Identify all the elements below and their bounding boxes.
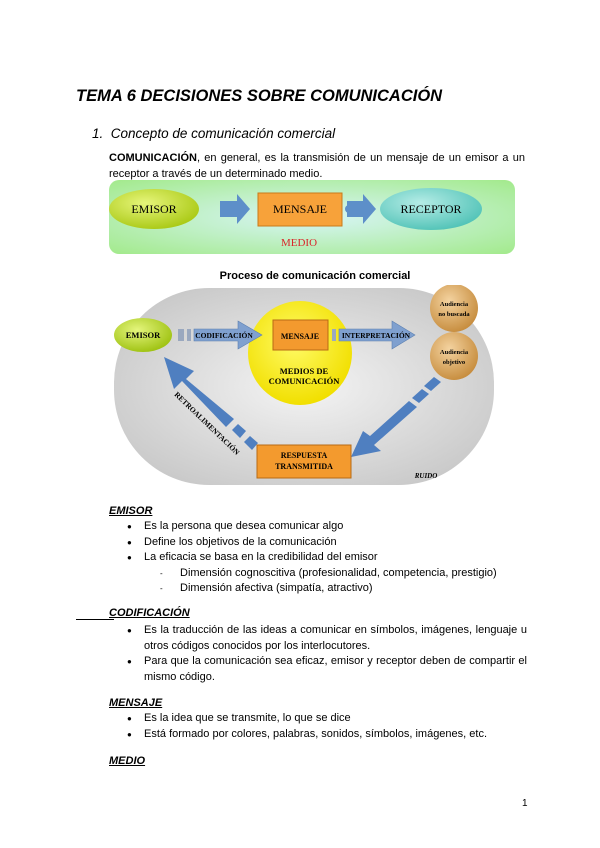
ruido-label: RUIDO: [414, 472, 438, 480]
section-title: Concepto de comunicación comercial: [110, 126, 336, 141]
mensaje-label: MENSAJE: [281, 332, 319, 341]
medios-circle: [248, 301, 352, 405]
emisor-sublist: Dimensión cognoscitiva (profesionalidad,…: [144, 566, 537, 597]
mensaje-box: [257, 192, 343, 227]
list-item: Es la idea que se transmite, lo que se d…: [127, 711, 537, 727]
medios-label-line1: MEDIOS DE: [280, 366, 329, 376]
emisor-bullet-list: Es la persona que desea comunicar algo D…: [127, 519, 537, 597]
codificacion-heading: CODIFICACIÓN: [109, 607, 190, 619]
emisor-oval: [109, 189, 199, 229]
receptor-label: RECEPTOR: [400, 202, 461, 216]
list-item: La eficacia se basa en la credibilidad d…: [127, 550, 537, 597]
arrow-right-icon: [220, 194, 250, 224]
medio-label: MEDIO: [281, 237, 317, 249]
codificacion-arrow: [178, 320, 263, 350]
sub-list-item: Dimensión cognoscitiva (profesionalidad,…: [144, 566, 537, 582]
emisor-oval: [114, 318, 172, 352]
audiencia-objetivo-circle: [430, 332, 478, 380]
process-diagram-caption: Proceso de comunicación comercial: [219, 270, 411, 282]
list-item-text: La eficacia se basa en la credibilidad d…: [144, 551, 378, 563]
emisor-label: EMISOR: [126, 330, 161, 340]
arrow-right-icon: [347, 194, 376, 224]
mensaje-box: [272, 319, 329, 351]
simple-communication-diagram: EMISOR MENSAJE RECEPTOR MEDIO: [109, 180, 515, 254]
audiencia-no-buscada-line2: no buscada: [438, 311, 470, 318]
list-item: Para que la comunicación sea eficaz, emi…: [127, 654, 527, 685]
receptor-oval: [380, 188, 482, 230]
emisor-label: EMISOR: [131, 202, 176, 216]
list-item: Está formado por colores, palabras, soni…: [127, 727, 537, 743]
mensaje-heading: MENSAJE: [109, 697, 163, 709]
audiencia-objetivo-line1: Audiencia: [440, 349, 469, 356]
page-number: 1: [522, 798, 528, 809]
intro-paragraph: COMUNICACIÓN, en general, es la transmis…: [109, 150, 525, 182]
section-number: 1.: [92, 126, 104, 141]
respuesta-label-line2: TRANSMITIDA: [275, 462, 333, 471]
mensaje-label: MENSAJE: [273, 202, 327, 216]
medios-label-line2: COMUNICACIÓN: [269, 376, 341, 386]
list-item: Define los objetivos de la comunicación: [127, 535, 537, 551]
list-item: Es la persona que desea comunicar algo: [127, 519, 537, 535]
intro-text: , en general, es la transmisión de un me…: [109, 152, 525, 180]
intro-term: COMUNICACIÓN: [109, 152, 197, 164]
interpretacion-arrow: [332, 320, 416, 350]
interpretacion-label: INTERPRETACIÓN: [342, 330, 411, 340]
codificacion-bullet-list: Es la traducción de las ideas a comunica…: [127, 623, 527, 685]
audiencia-no-buscada-circle: [430, 285, 478, 332]
audiencia-objetivo-line2: objetivo: [443, 359, 465, 366]
mensaje-bullet-list: Es la idea que se transmite, lo que se d…: [127, 711, 537, 742]
process-communication-diagram: MEDIOS DE COMUNICACIÓN EMISOR CODIFICACI…: [114, 285, 494, 485]
emisor-heading: EMISOR: [109, 505, 153, 517]
section-1-heading: 1. Concepto de comunicación comercial: [92, 126, 335, 141]
retroalimentacion-arrow: [164, 357, 258, 450]
list-item: Es la traducción de las ideas a comunica…: [127, 623, 527, 654]
document-title: TEMA 6 DECISIONES SOBRE COMUNICACIÓN: [76, 87, 443, 105]
respuesta-box: [256, 444, 352, 479]
sub-list-item: Dimensión afectiva (simpatía, atractivo): [144, 581, 537, 597]
heading-rule: [76, 619, 114, 620]
codificacion-label: CODIFICACIÓN: [195, 330, 253, 340]
feedback-arrow-to-respuesta: [351, 377, 441, 457]
audiencia-no-buscada-line1: Audiencia: [440, 301, 469, 308]
respuesta-label-line1: RESPUESTA: [281, 451, 328, 460]
medio-heading: MEDIO: [109, 755, 146, 767]
